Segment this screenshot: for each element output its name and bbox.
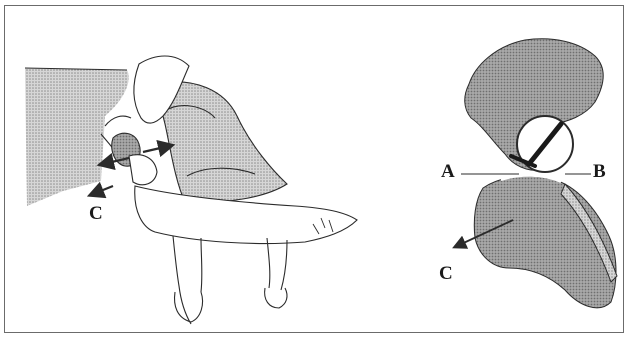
dog-thigh xyxy=(155,82,287,203)
dog-body-shading xyxy=(25,68,129,206)
examiner-hand-lower xyxy=(129,155,157,185)
dog-paw-right xyxy=(265,288,287,308)
illustration-canvas xyxy=(5,6,624,333)
label-c-right: C xyxy=(439,264,453,283)
label-a: A xyxy=(441,162,455,181)
dog-hind-leg xyxy=(173,236,191,324)
dog-paw-left xyxy=(175,292,203,322)
label-c-left: C xyxy=(89,204,103,223)
figure-frame: C A B C xyxy=(4,5,624,333)
label-b: B xyxy=(593,162,606,181)
dog-front-leg xyxy=(267,238,270,288)
dog-exam-illustration xyxy=(25,56,357,324)
